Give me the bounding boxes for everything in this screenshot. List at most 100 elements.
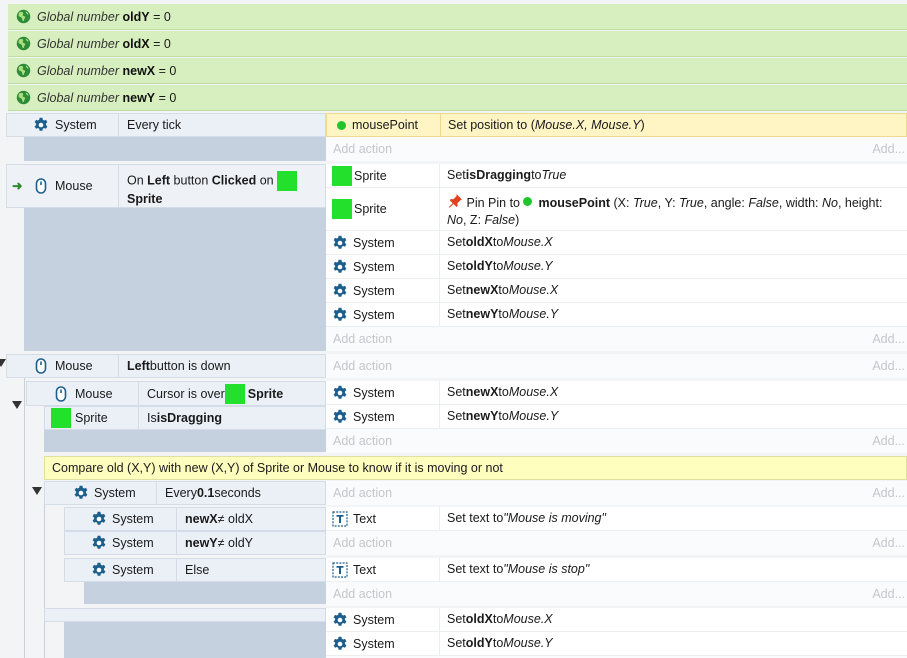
collapse-toggle-icon[interactable] — [12, 401, 22, 409]
action-object: System — [353, 235, 395, 250]
global-var-row[interactable]: Global number oldY = 0 — [8, 4, 907, 30]
event-condition[interactable]: System Every 0.1 seconds — [44, 481, 326, 505]
condition-object: System — [94, 486, 136, 500]
action-row[interactable]: Sprite Set isDragging to True — [326, 164, 907, 188]
action-text: Set — [447, 385, 466, 399]
add-action-row[interactable]: Add action Add... — [326, 137, 907, 161]
action-row[interactable]: System Set oldX to Mouse.X — [326, 608, 907, 632]
collapse-toggle-icon[interactable] — [0, 359, 6, 367]
action-param: oldX — [465, 235, 493, 249]
add-action-link[interactable]: Add action — [333, 359, 393, 373]
add-action-link[interactable]: Add action — [333, 486, 393, 500]
add-action-row[interactable]: Add action Add... — [326, 429, 907, 453]
action-text: Set — [447, 612, 466, 626]
sprite-thumbnail — [51, 408, 71, 428]
event-condition[interactable]: Mouse Left button is down — [6, 354, 326, 378]
action-object: Sprite — [354, 168, 387, 183]
action-row[interactable]: System Set oldY to Mouse.Y — [326, 632, 907, 656]
action-text: Set — [447, 636, 466, 650]
pin-icon — [447, 193, 463, 209]
global-var-row[interactable]: Global number newY = 0 — [8, 85, 907, 111]
action-object: Text — [353, 511, 376, 526]
action-object: mousePoint — [352, 118, 419, 132]
action-param: Mouse.X — [503, 235, 553, 249]
action-row[interactable]: System Set oldY to Mouse.Y — [326, 255, 907, 279]
event-condition[interactable]: Mouse Cursor is over Sprite — [26, 381, 326, 406]
action-param: mousePoint — [538, 196, 611, 210]
action-text: to — [498, 409, 509, 423]
add-more-link[interactable]: Add... — [872, 332, 905, 346]
event-empty-condition[interactable] — [44, 608, 326, 622]
event-actions: System Set newX to Mouse.X System Set ne… — [326, 381, 907, 453]
global-var-row[interactable]: Global number oldX = 0 — [8, 31, 907, 57]
action-object: System — [353, 636, 395, 651]
condition-param: newY — [185, 536, 218, 550]
text-object-icon — [332, 511, 348, 527]
event-condition[interactable]: System Every tick — [6, 113, 326, 137]
add-more-link[interactable]: Add... — [872, 536, 905, 550]
mousepoint-dot-icon — [523, 197, 533, 206]
gear-icon — [332, 259, 348, 275]
gear-icon — [332, 235, 348, 251]
global-var-row[interactable]: Global number newX = 0 — [8, 58, 907, 84]
action-row[interactable]: System Set newY to Mouse.Y — [326, 405, 907, 429]
action-text: Set — [447, 168, 466, 182]
event-condition[interactable]: System Else — [64, 558, 326, 582]
condition-object: System — [112, 536, 154, 550]
action-param: Mouse.Y — [503, 636, 553, 650]
action-text: , Z: — [462, 213, 485, 227]
add-action-link[interactable]: Add action — [333, 587, 393, 601]
action-row[interactable]: Text Set text to "Mouse is moving" — [326, 507, 907, 531]
condition-text: on — [256, 173, 278, 188]
action-row[interactable]: mousePoint Set position to (Mouse.X, Mou… — [326, 113, 907, 137]
add-action-link[interactable]: Add action — [333, 332, 393, 346]
add-action-row[interactable]: Add action Add... — [326, 531, 907, 555]
action-text: to — [531, 168, 542, 182]
add-action-row[interactable]: Add action Add... — [326, 354, 907, 378]
action-row[interactable]: Sprite Pin Pin to mousePoint (X: True, Y… — [326, 188, 907, 231]
add-more-link[interactable]: Add... — [872, 486, 905, 500]
action-param: newX — [465, 385, 499, 399]
action-text: Set — [447, 409, 466, 423]
collapse-toggle-icon[interactable] — [32, 487, 42, 495]
event-condition[interactable]: System newX ≠ oldX — [64, 507, 326, 531]
global-var-type: Global number — [37, 9, 119, 24]
condition-text: button — [170, 173, 212, 188]
condition-text: Every — [165, 486, 197, 500]
globe-icon — [16, 9, 31, 24]
event-comment[interactable]: Compare old (X,Y) with new (X,Y) of Spri… — [44, 456, 907, 480]
condition-object: System — [55, 118, 97, 132]
event-condition[interactable]: System newY ≠ oldY — [64, 531, 326, 555]
action-object: System — [353, 612, 395, 627]
action-param: Mouse.X, Mouse.Y — [534, 117, 641, 132]
add-more-link[interactable]: Add... — [872, 359, 905, 373]
add-action-row[interactable]: Add action Add... — [326, 327, 907, 351]
action-row[interactable]: Text Set text to "Mouse is stop" — [326, 558, 907, 582]
add-action-link[interactable]: Add action — [333, 142, 393, 156]
action-text: Set text to — [447, 511, 504, 525]
global-var-value: = 0 — [158, 90, 177, 105]
event-condition[interactable]: ➜ Mouse On Left button Clicked on Sprite — [6, 164, 326, 208]
condition-text: Else — [185, 563, 210, 577]
action-param: newX — [465, 283, 499, 297]
event-actions: mousePoint Set position to (Mouse.X, Mou… — [326, 113, 907, 161]
add-more-link[interactable]: Add... — [872, 587, 905, 601]
globe-icon — [16, 36, 31, 51]
gear-icon — [332, 612, 348, 628]
add-action-link[interactable]: Add action — [333, 536, 393, 550]
add-more-link[interactable]: Add... — [872, 434, 905, 448]
add-action-row[interactable]: Add action Add... — [326, 582, 907, 606]
add-action-row[interactable]: Add action Add... — [326, 481, 907, 505]
action-row[interactable]: System Set newX to Mouse.X — [326, 279, 907, 303]
event-condition[interactable]: Sprite Is isDragging — [44, 406, 326, 430]
action-row[interactable]: System Set newX to Mouse.X — [326, 381, 907, 405]
condition-text: ≠ oldX — [217, 512, 254, 526]
trigger-arrow-icon: ➜ — [12, 179, 23, 193]
action-row[interactable]: System Set newY to Mouse.Y — [326, 303, 907, 327]
add-more-link[interactable]: Add... — [872, 142, 905, 156]
gear-icon — [332, 636, 348, 652]
action-row[interactable]: System Set oldX to Mouse.X — [326, 231, 907, 255]
add-action-link[interactable]: Add action — [333, 434, 393, 448]
action-param: isDragging — [465, 168, 532, 182]
condition-param: isDragging — [156, 411, 223, 425]
